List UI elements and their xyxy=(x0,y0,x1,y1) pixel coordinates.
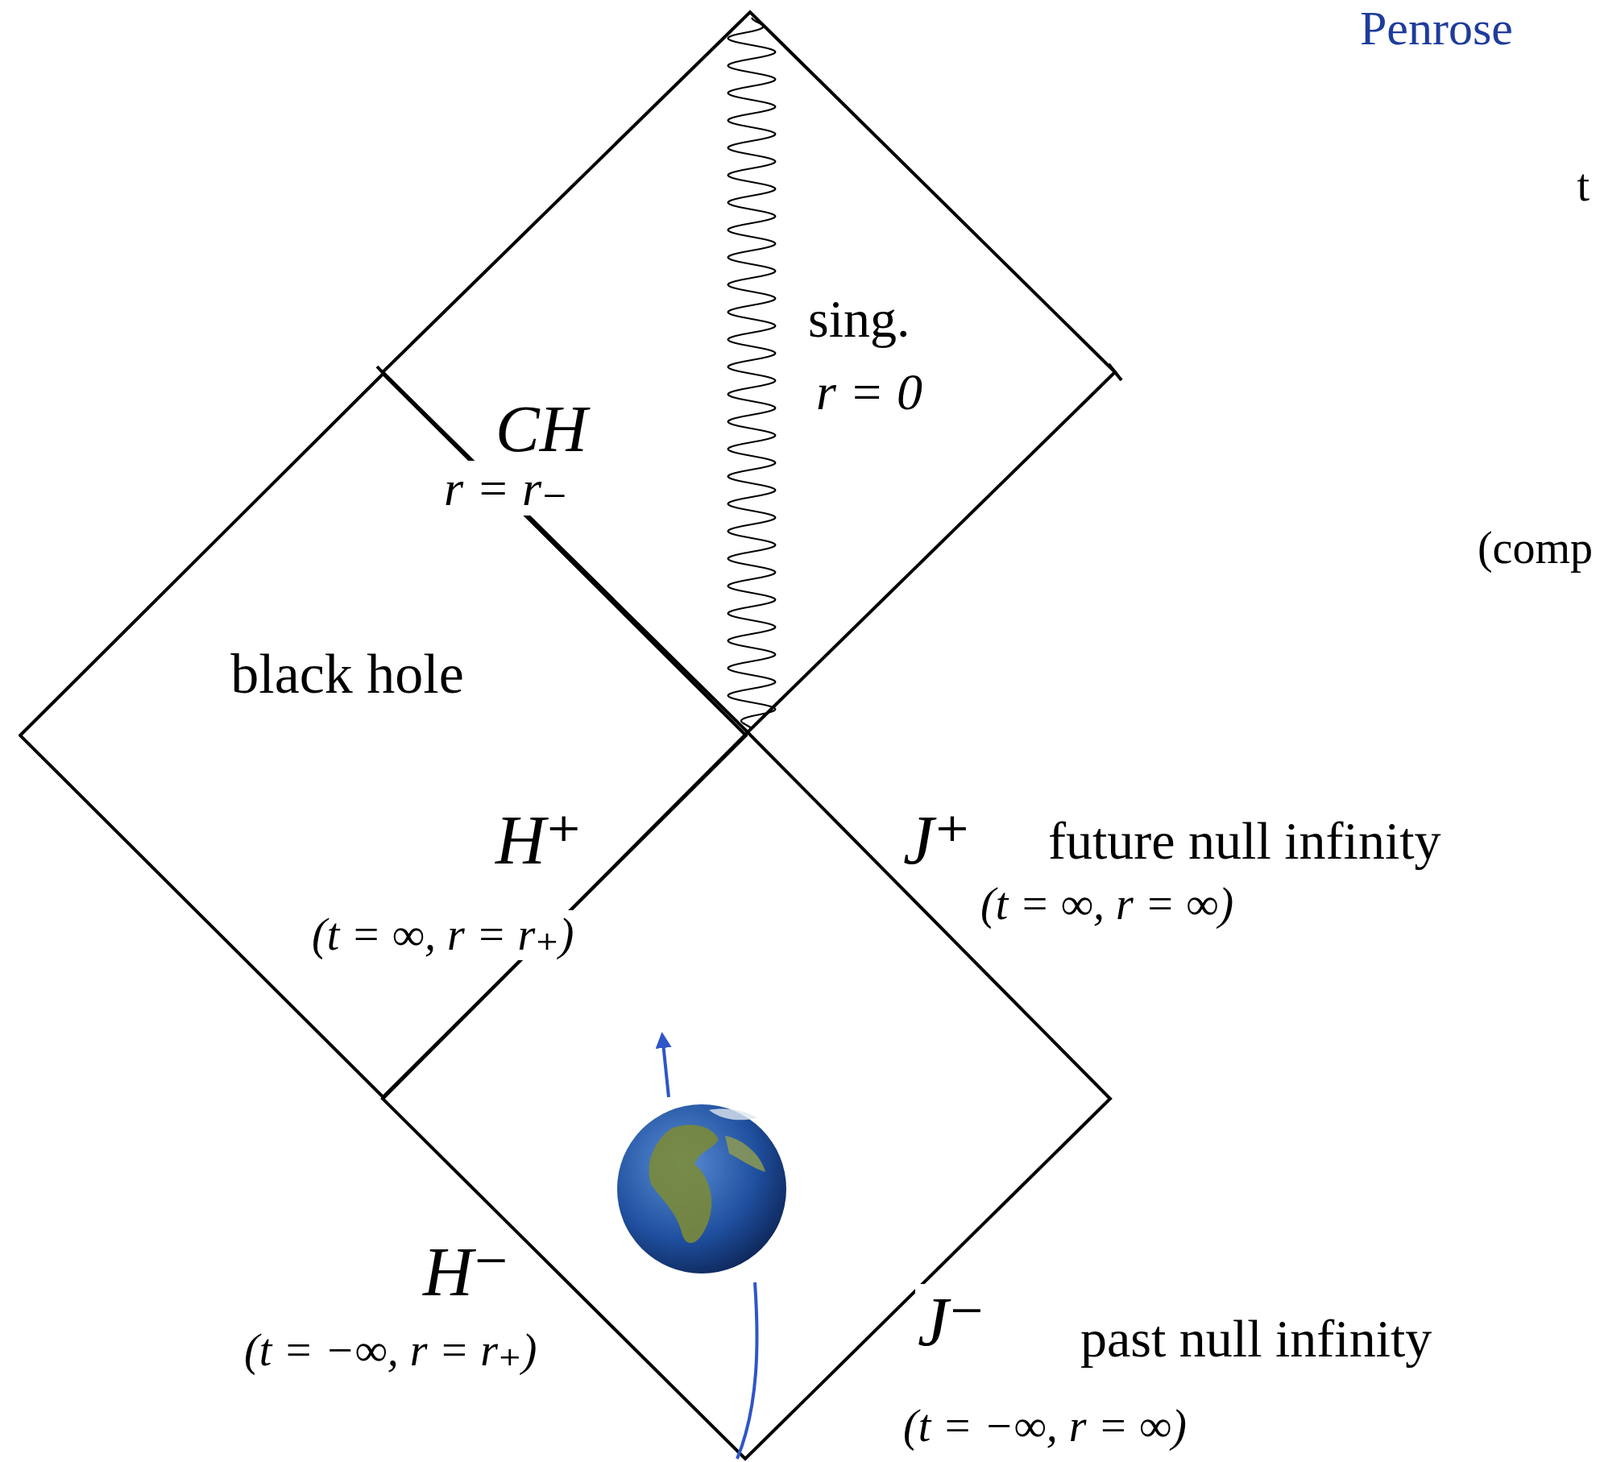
coordinate-label: r = r₋ xyxy=(441,460,571,516)
coordinate-label: (t = ∞, r = ∞) xyxy=(978,879,1236,930)
earth-icon xyxy=(617,1104,787,1274)
infinity-label: future null infinity xyxy=(1045,812,1444,871)
tick-mark xyxy=(1108,364,1122,381)
region-label: black hole xyxy=(230,642,465,705)
worldline xyxy=(737,1282,758,1460)
singularity-wave xyxy=(728,17,776,729)
region-outline xyxy=(18,372,748,1099)
cut-text: (comp xyxy=(1475,523,1596,574)
black-hole-region: black hole xyxy=(18,372,748,1099)
coordinate-label: (t = −∞, r = ∞) xyxy=(900,1401,1190,1452)
horizon-name: H⁺ xyxy=(493,802,585,879)
cut-text: t xyxy=(1574,161,1592,212)
coordinate-label: r = 0 xyxy=(813,364,925,421)
region-label: sing. xyxy=(805,290,913,349)
coordinate-label: (t = −∞, r = r₊) xyxy=(241,1326,539,1377)
infinity-name: J⁺ xyxy=(900,802,974,879)
infinity-label: past null infinity xyxy=(1077,1309,1435,1369)
inner-region xyxy=(382,12,1116,733)
horizon-name: CH xyxy=(493,393,590,466)
coordinate-label: (t = ∞, r = r₊) xyxy=(309,910,577,961)
horizon-name: H⁻ xyxy=(420,1234,513,1311)
infinity-name: J⁻ xyxy=(915,1284,988,1361)
worldline-arrow xyxy=(662,1035,669,1098)
slide-title: Penrose xyxy=(1357,1,1516,55)
